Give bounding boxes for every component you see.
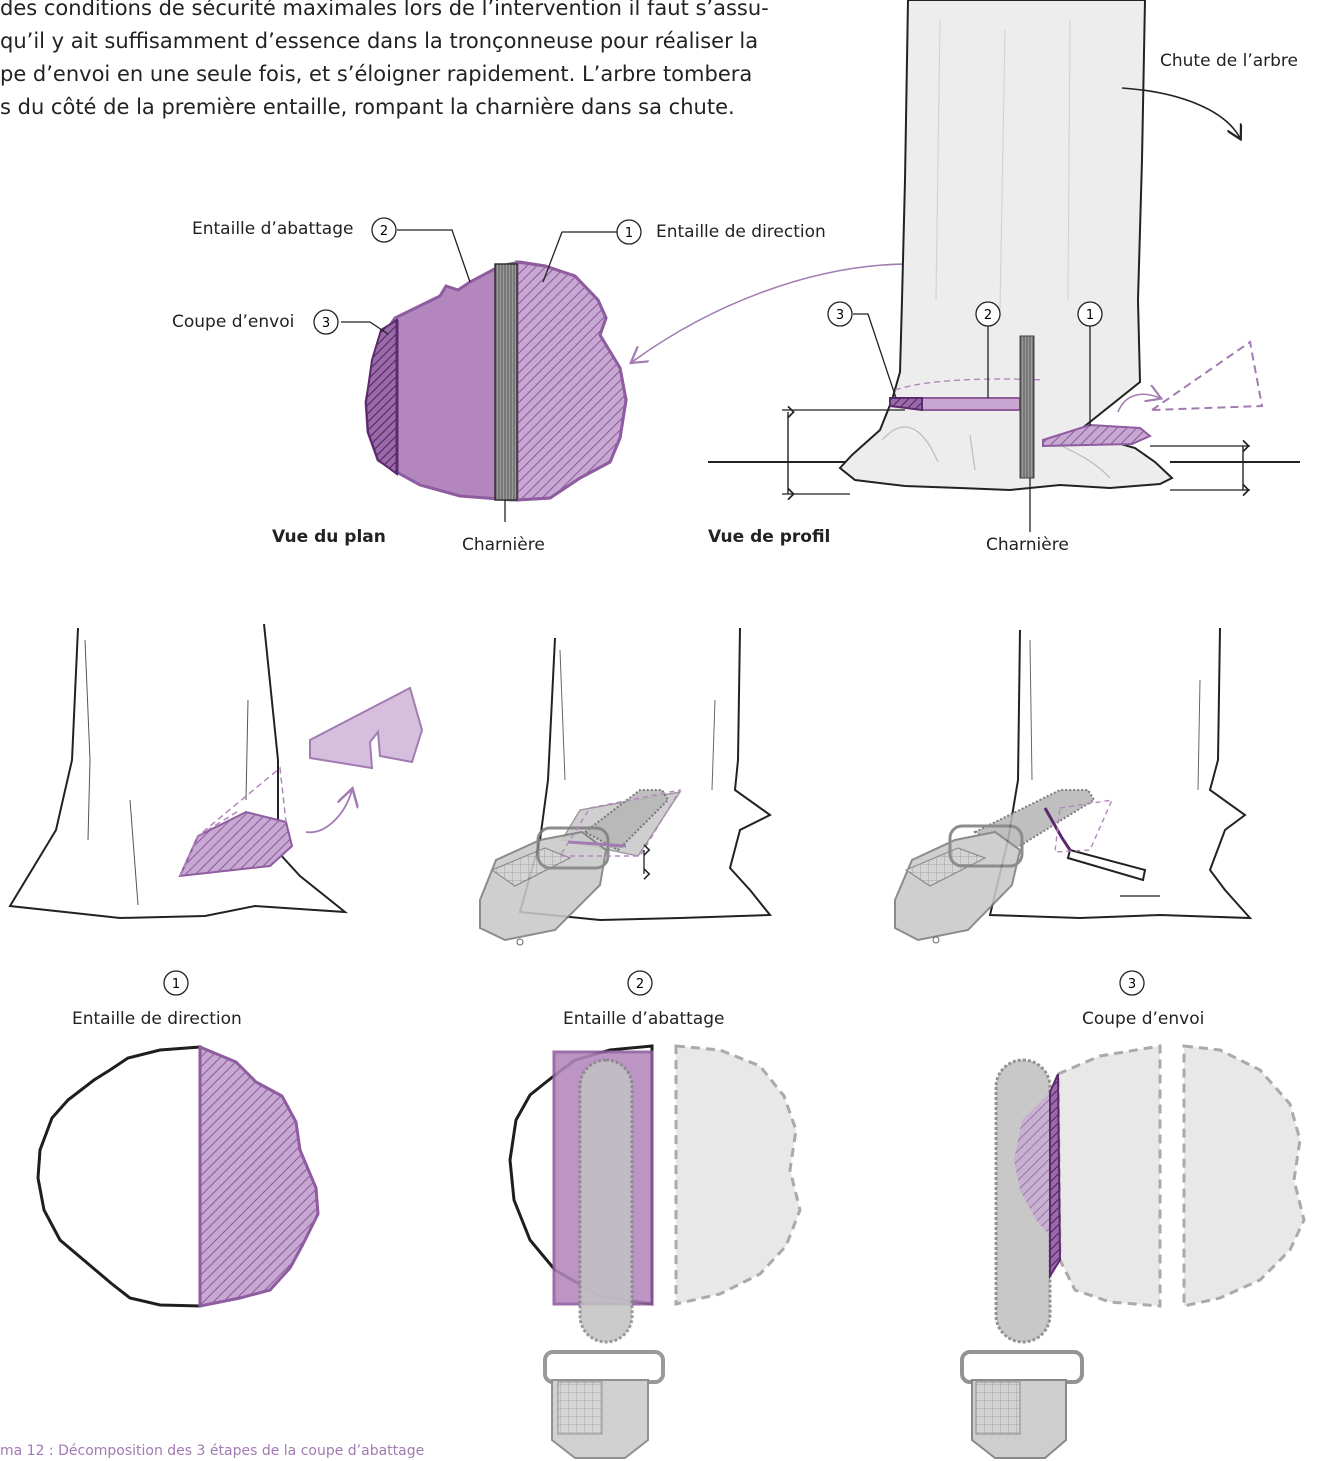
profile-view: 3 2 1 xyxy=(708,0,1300,532)
step2-title: Entaille d’abattage xyxy=(563,1009,724,1029)
fall-direction-label: Chute de l’arbre xyxy=(1160,51,1298,71)
step-number: 1 xyxy=(172,977,180,992)
step2-chainsaw-side xyxy=(480,790,668,945)
direction-notch-label: Entaille de direction xyxy=(656,222,826,242)
profile-felling-cut xyxy=(922,398,1020,410)
plan-direction-notch xyxy=(517,262,626,500)
plan-view-label: Vue du plan xyxy=(272,527,386,547)
step1-plan xyxy=(38,1047,318,1306)
profile-view-label: Vue de profil xyxy=(708,527,830,547)
step1-profile xyxy=(10,624,422,918)
back-cut-label: Coupe d’envoi xyxy=(172,312,294,332)
callout-number: 2 xyxy=(984,308,992,323)
profile-trunk xyxy=(840,0,1172,490)
callout-number: 3 xyxy=(836,308,844,323)
step2-profile xyxy=(480,628,770,945)
figure-caption: ma 12 : Décomposition des 3 étapes de la… xyxy=(0,1443,424,1459)
step3-chainsaw-side xyxy=(895,790,1094,943)
hinge-plan-label: Charnière xyxy=(462,535,545,555)
callout-number: 1 xyxy=(625,226,633,241)
step2-plan xyxy=(510,1046,800,1458)
step-number: 2 xyxy=(636,977,644,992)
callout-number: 3 xyxy=(322,316,330,331)
felling-notch-label: Entaille d’abattage xyxy=(192,219,353,239)
step-number: 3 xyxy=(1128,977,1136,992)
callout-number: 2 xyxy=(380,224,388,239)
step3-profile xyxy=(895,628,1250,943)
plan-back-cut xyxy=(366,320,397,474)
step1-title: Entaille de direction xyxy=(72,1009,242,1029)
profile-hinge xyxy=(1020,336,1034,478)
step3-plan xyxy=(962,1046,1304,1458)
callout-number: 1 xyxy=(1086,308,1094,323)
plan-hinge xyxy=(495,264,517,500)
step1-wedge xyxy=(310,688,422,768)
profile-wedge-piece xyxy=(1152,342,1262,410)
step3-title: Coupe d’envoi xyxy=(1082,1009,1204,1029)
plan-view: 2 1 3 xyxy=(314,218,641,522)
hinge-profile-label: Charnière xyxy=(986,535,1069,555)
